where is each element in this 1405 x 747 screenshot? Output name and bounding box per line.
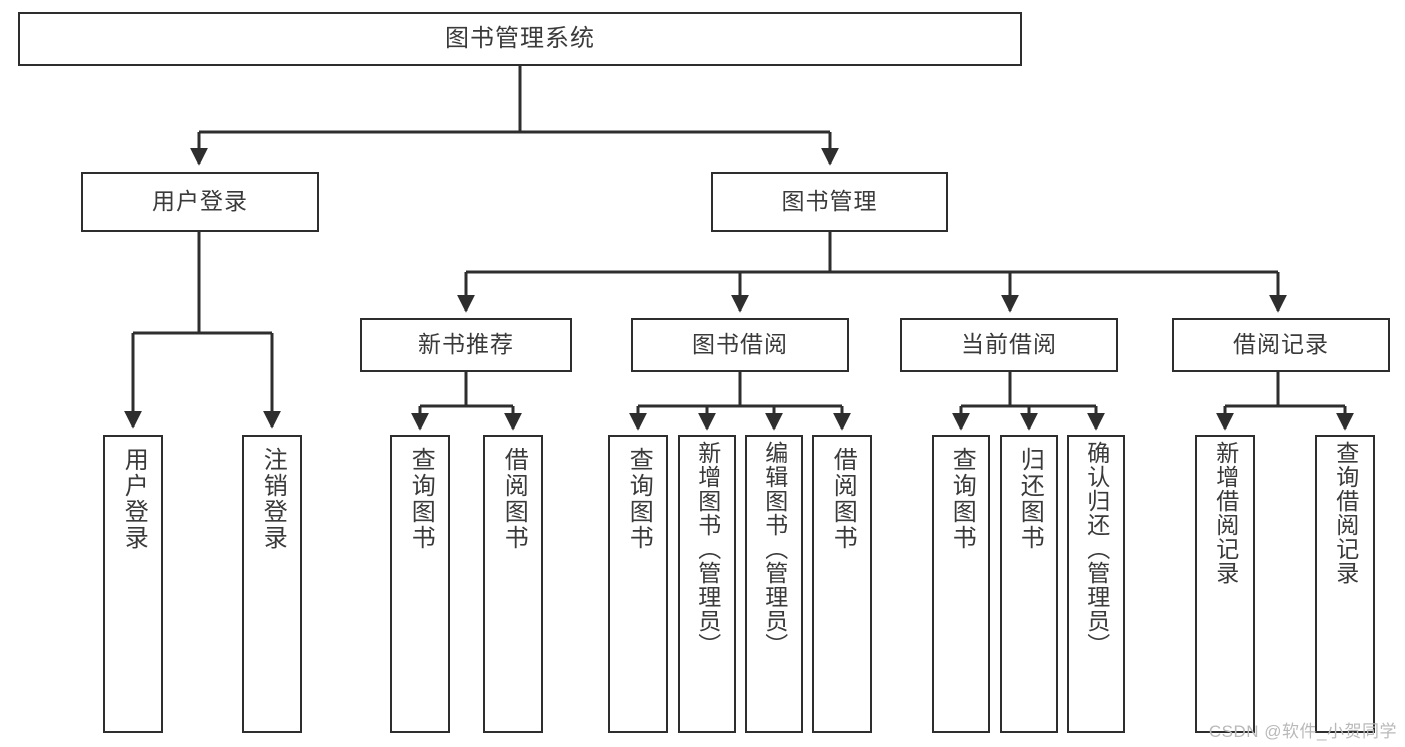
node-leaf-query-record[interactable]: 查询借阅记录 <box>1315 435 1375 733</box>
node-leaf-query-book-3-label: 查询图书 <box>948 447 976 551</box>
node-leaf-borrow-book-1[interactable]: 借阅图书 <box>483 435 543 733</box>
node-leaf-add-record-label: 新增借阅记录 <box>1212 441 1239 585</box>
node-leaf-user-login[interactable]: 用户登录 <box>103 435 163 733</box>
node-new-book-recommend[interactable]: 新书推荐 <box>360 318 572 372</box>
watermark: CSDN @软件_小贺同学 <box>1208 722 1397 741</box>
node-current-borrow[interactable]: 当前借阅 <box>900 318 1118 372</box>
node-leaf-return-book[interactable]: 归还图书 <box>1000 435 1058 733</box>
node-leaf-query-book-2-label: 查询图书 <box>625 447 653 551</box>
node-leaf-borrow-book-1-label: 借阅图书 <box>500 447 528 551</box>
node-new-book-recommend-label: 新书推荐 <box>418 331 514 358</box>
node-user-login-label: 用户登录 <box>152 188 248 215</box>
node-book-borrow[interactable]: 图书借阅 <box>631 318 849 372</box>
node-leaf-logout-login[interactable]: 注销登录 <box>242 435 302 733</box>
node-current-borrow-label: 当前借阅 <box>961 331 1057 358</box>
node-leaf-query-record-label: 查询借阅记录 <box>1332 441 1359 585</box>
node-leaf-borrow-book-2-label: 借阅图书 <box>829 447 857 551</box>
node-leaf-edit-book[interactable]: 编辑图书（管理员） <box>745 435 803 733</box>
node-leaf-add-book[interactable]: 新增图书（管理员） <box>678 435 736 733</box>
node-user-login[interactable]: 用户登录 <box>81 172 319 232</box>
node-root[interactable]: 图书管理系统 <box>18 12 1022 66</box>
node-leaf-user-login-label: 用户登录 <box>120 447 148 551</box>
node-leaf-edit-book-label: 编辑图书（管理员） <box>761 441 788 657</box>
node-book-manage[interactable]: 图书管理 <box>711 172 948 232</box>
node-leaf-query-book-1[interactable]: 查询图书 <box>390 435 450 733</box>
node-leaf-borrow-book-2[interactable]: 借阅图书 <box>812 435 872 733</box>
node-leaf-logout-login-label: 注销登录 <box>259 447 287 551</box>
node-leaf-confirm-return[interactable]: 确认归还（管理员） <box>1067 435 1125 733</box>
node-leaf-add-record[interactable]: 新增借阅记录 <box>1195 435 1255 733</box>
node-book-manage-label: 图书管理 <box>781 188 878 215</box>
node-leaf-query-book-1-label: 查询图书 <box>407 447 435 551</box>
node-leaf-query-book-2[interactable]: 查询图书 <box>608 435 668 733</box>
node-borrow-record[interactable]: 借阅记录 <box>1172 318 1390 372</box>
node-root-label: 图书管理系统 <box>445 24 595 52</box>
node-leaf-add-book-label: 新增图书（管理员） <box>694 441 721 657</box>
node-leaf-confirm-return-label: 确认归还（管理员） <box>1083 441 1110 657</box>
node-borrow-record-label: 借阅记录 <box>1233 331 1329 358</box>
node-book-borrow-label: 图书借阅 <box>692 331 788 358</box>
node-leaf-return-book-label: 归还图书 <box>1016 447 1044 551</box>
node-leaf-query-book-3[interactable]: 查询图书 <box>932 435 990 733</box>
